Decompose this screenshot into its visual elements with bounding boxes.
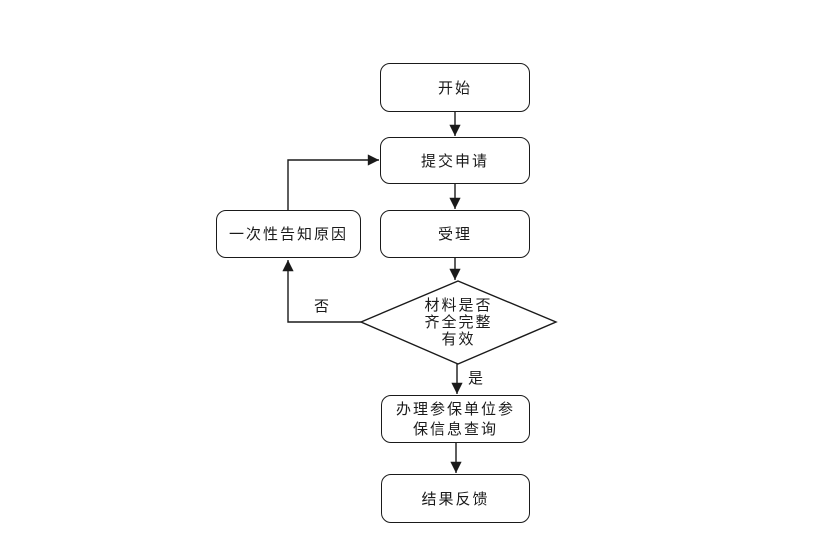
node-query-insurance-info: 办理参保单位参 保信息查询 bbox=[381, 395, 530, 443]
edge-decision-notify-no bbox=[282, 260, 361, 323]
node-start: 开始 bbox=[380, 63, 530, 112]
node-result-feedback: 结果反馈 bbox=[381, 474, 530, 523]
edge-label-no: 否 bbox=[314, 297, 330, 315]
edge-notify-submit bbox=[287, 154, 379, 210]
node-accept: 受理 bbox=[380, 210, 530, 258]
decision-diamond-shape bbox=[359, 280, 558, 365]
node-notify-reason: 一次性告知原因 bbox=[216, 210, 361, 258]
node-submit-application: 提交申请 bbox=[380, 137, 530, 184]
edge-label-yes: 是 bbox=[468, 369, 484, 387]
